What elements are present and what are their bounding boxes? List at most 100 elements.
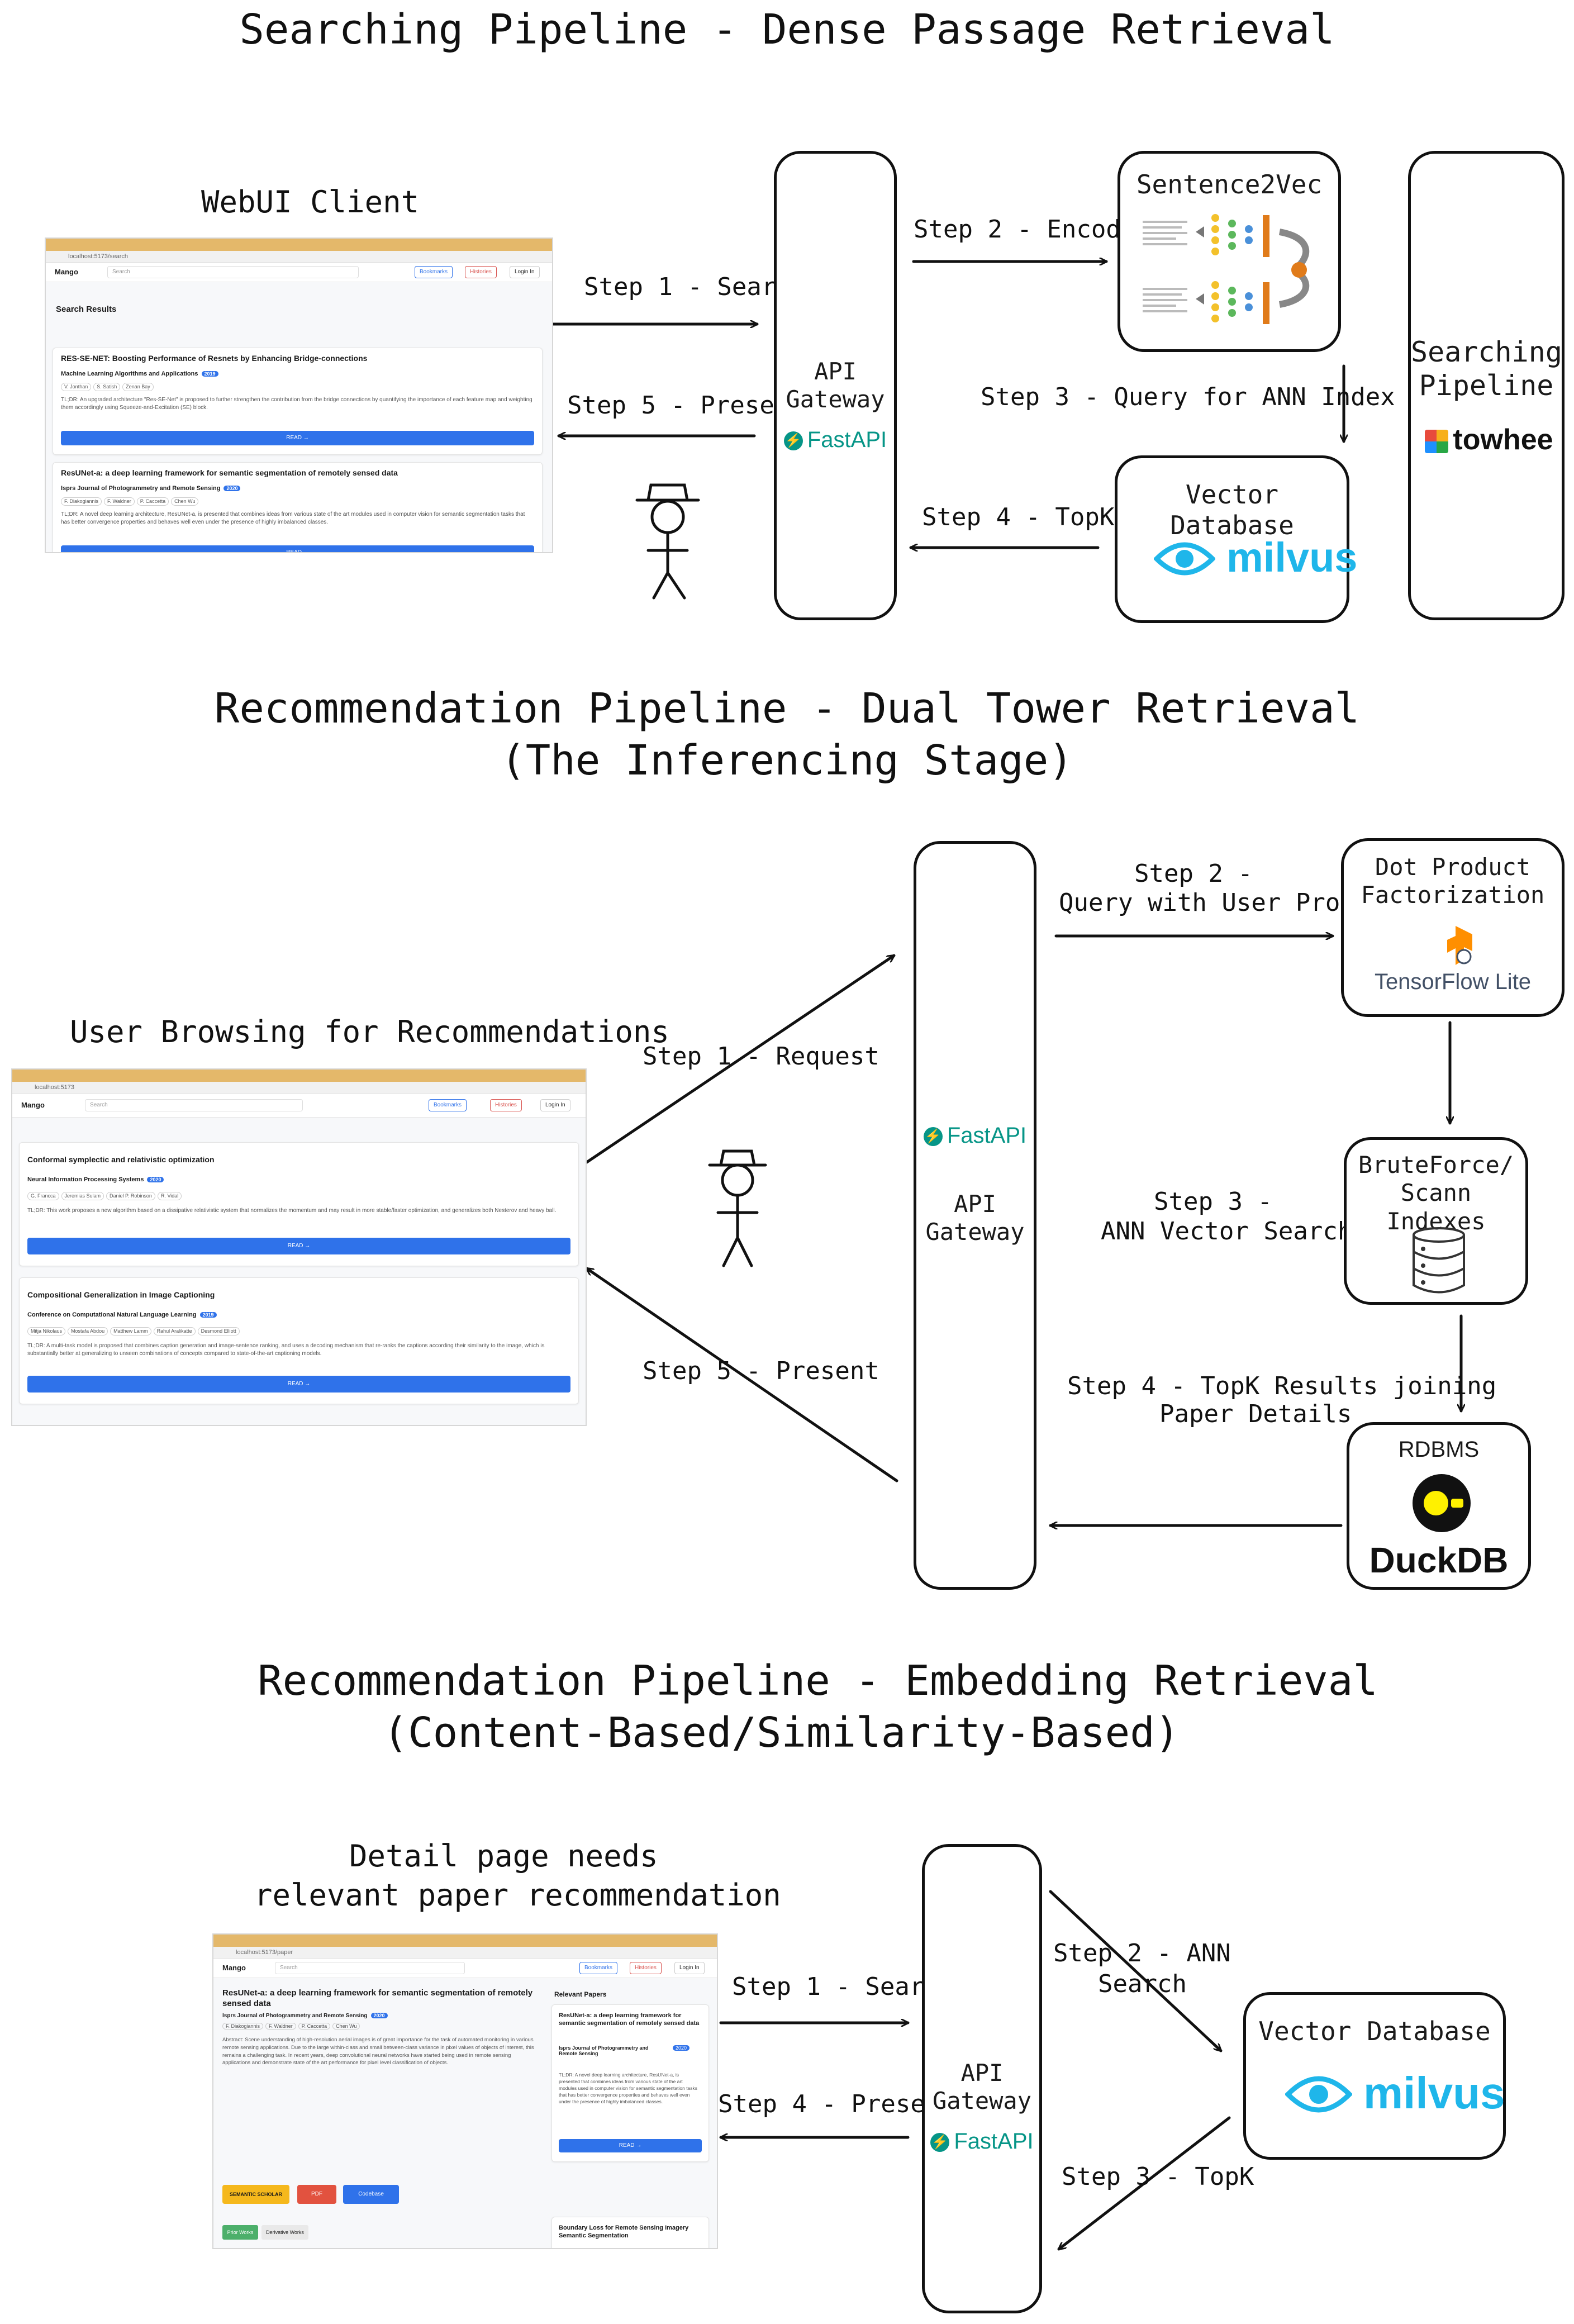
relevant-paper-tldr: TL;DR: A novel deep learning architectur… (559, 2072, 698, 2104)
login-button[interactable]: Login In (540, 1099, 570, 1111)
sentence2vec-label: Sentence2Vec (1136, 169, 1323, 199)
relevant-paper-title[interactable]: ResUNet-a: a deep learning framework for… (559, 2012, 700, 2027)
rdbms-box: RDBMS DuckDB (1347, 1422, 1531, 1590)
bookmarks-button[interactable]: Bookmarks (415, 266, 453, 278)
s2-step5-label: Step 5 - Present (643, 1357, 879, 1385)
s3-step4-label: Step 4 - Present (718, 2090, 955, 2118)
api-gateway-box-3: API Gateway ⚡FastAPI (922, 1844, 1042, 2313)
result-tldr: TL;DR: A novel deep learning architectur… (61, 511, 525, 525)
arrow-s2-step5 (587, 1268, 898, 1482)
relevant-paper-title[interactable]: Boundary Loss for Remote Sensing Imagery… (559, 2225, 689, 2240)
user-stick-figure-1 (635, 483, 700, 600)
dot-product-label: Dot Product Factorization (1361, 853, 1545, 909)
s3-step1-label: Step 1 - Search (732, 1973, 954, 2001)
read-button[interactable]: READ → (61, 545, 534, 552)
result-venue: Machine Learning Algorithms and Applicat… (61, 370, 218, 377)
recommendation-card: Compositional Generalization in Image Ca… (19, 1277, 579, 1404)
arrow-s3-step2 (1049, 1890, 1221, 2051)
result-title[interactable]: ResUNet-a: a deep learning framework for… (61, 468, 398, 477)
search-results-heading: Search Results (56, 305, 117, 314)
milvus-eye-icon (1154, 542, 1215, 576)
result-title[interactable]: RES-SE-NET: Boosting Performance of Resn… (61, 354, 368, 363)
duckdb-logo-text: DuckDB (1369, 1540, 1509, 1580)
search-input[interactable]: Search (85, 1099, 303, 1111)
vector-database-box: Vector Database milvus (1115, 455, 1357, 623)
read-button[interactable]: READ → (61, 431, 534, 445)
tensorflow-icon (1447, 926, 1472, 965)
search-input[interactable]: Search (275, 1962, 465, 1974)
read-button[interactable]: READ → (27, 1376, 570, 1393)
read-button[interactable]: READ → (27, 1238, 570, 1254)
paper-venue: Conference on Computational Natural Lang… (27, 1311, 217, 1318)
codebase-button[interactable]: Codebase (343, 2185, 399, 2204)
paper-title[interactable]: Conformal symplectic and relativistic op… (27, 1155, 215, 1164)
api-gateway-box: API Gateway ⚡FastAPI (774, 151, 897, 620)
vector-database-label: Vector Database (1170, 479, 1294, 541)
section1-title: Searching Pipeline - Dense Passage Retri… (239, 6, 1335, 54)
brand-logo: Mango (55, 268, 78, 276)
bookmarks-button[interactable]: Bookmarks (429, 1099, 467, 1111)
read-button[interactable]: READ → (559, 2139, 702, 2152)
s2-step2-label-line1: Step 2 - (1134, 859, 1253, 888)
user-stick-figure-2 (708, 1149, 767, 1267)
histories-button[interactable]: Histories (630, 1962, 662, 1974)
result-tldr: TL;DR: An upgraded architecture "Res-SE-… (61, 397, 532, 411)
s2-step4-label-line1: Step 4 - TopK Results joining (1067, 1372, 1497, 1400)
arrow-s2-step1 (585, 956, 894, 1164)
paper-abstract: Abstract: Scene understanding of high-re… (222, 2037, 534, 2066)
step5-present-label: Step 5 - Present (567, 391, 804, 420)
database-icon (1413, 1227, 1465, 1294)
section2-title-line2: (The Inferencing Stage) (501, 736, 1073, 785)
bookmarks-button[interactable]: Bookmarks (579, 1962, 618, 1974)
app-header: Mango Search Bookmarks Histories Login I… (213, 1959, 717, 1978)
browser-urlbar: localhost:5173/search (46, 251, 552, 263)
index-label: BruteForce/ Scann Indexes (1358, 1151, 1514, 1235)
fastapi-logo: ⚡FastAPI (925, 2129, 1039, 2154)
arrow-s3-step3 (1059, 2116, 1231, 2249)
tab-derivative-works[interactable]: Derivative Works (261, 2225, 308, 2240)
histories-button[interactable]: Histories (490, 1099, 522, 1111)
step1-search-label: Step 1 - Search (584, 273, 806, 301)
api-gateway-box-2: ⚡FastAPI API Gateway (914, 841, 1036, 1590)
pdf-button[interactable]: PDF (297, 2185, 336, 2204)
milvus-eye-icon (1285, 2076, 1352, 2113)
searching-pipeline-label: Searching Pipeline (1411, 336, 1562, 402)
section2-title-line1: Recommendation Pipeline - Dual Tower Ret… (214, 685, 1360, 733)
vector-database-box-3: Vector Database milvus (1243, 1992, 1506, 2160)
recommendation-card: Conformal symplectic and relativistic op… (19, 1142, 579, 1266)
app-header: Mango Search Bookmarks Histories Login I… (46, 263, 552, 282)
lightning-icon: ⚡ (923, 1127, 943, 1147)
vector-database-label: Vector Database (1258, 2016, 1491, 2046)
paper-venue: Isprs Journal of Photogrammetry and Remo… (222, 2013, 388, 2019)
s3-step2-label-line2: Search (1098, 1970, 1187, 1998)
webui-client-label: WebUI Client (201, 184, 420, 220)
paper-title: ResUNet-a: a deep learning framework for… (222, 1988, 533, 2008)
searching-pipeline-box: Searching Pipeline towhee (1408, 151, 1565, 620)
relevant-paper-venue: Isprs Journal of Photogrammetry and Remo… (559, 2045, 649, 2056)
section3-title-line1: Recommendation Pipeline - Embedding Retr… (258, 1657, 1378, 1705)
s3-step2-label-line1: Step 2 - ANN (1053, 1939, 1231, 1967)
browser-tabstrip (12, 1070, 586, 1082)
login-button[interactable]: Login In (510, 266, 540, 278)
browser-urlbar: localhost:5173/paper (213, 1947, 717, 1959)
step3-query-label: Step 3 - Query for ANN Index (981, 383, 1395, 411)
relevant-papers-heading: Relevant Papers (554, 1990, 607, 1998)
towhee-icon (1425, 430, 1449, 454)
login-button[interactable]: Login In (674, 1962, 705, 1974)
paper-tldr: TL;DR: A multi-task model is proposed th… (27, 1343, 545, 1357)
section3-title-line2: (Content-Based/Similarity-Based) (383, 1709, 1180, 1757)
result-card: RES-SE-NET: Boosting Performance of Resn… (53, 348, 543, 455)
fastapi-logo: ⚡FastAPI (777, 427, 894, 453)
s2-step4-label-line2: Paper Details (1159, 1400, 1352, 1428)
search-input[interactable]: Search (107, 266, 359, 278)
semantic-scholar-button[interactable]: SEMANTIC SCHOLAR (222, 2185, 289, 2204)
brand-logo: Mango (222, 1964, 246, 1972)
relevant-paper-card: ResUNet-a: a deep learning framework for… (551, 2004, 709, 2162)
paper-title[interactable]: Compositional Generalization in Image Ca… (27, 1290, 215, 1299)
histories-button[interactable]: Histories (465, 266, 497, 278)
step2-encode-label: Step 2 - Encode (914, 215, 1136, 244)
webui-search-screenshot: localhost:5173/search Mango Search Bookm… (45, 237, 553, 553)
tab-prior-works[interactable]: Prior Works (222, 2225, 258, 2240)
